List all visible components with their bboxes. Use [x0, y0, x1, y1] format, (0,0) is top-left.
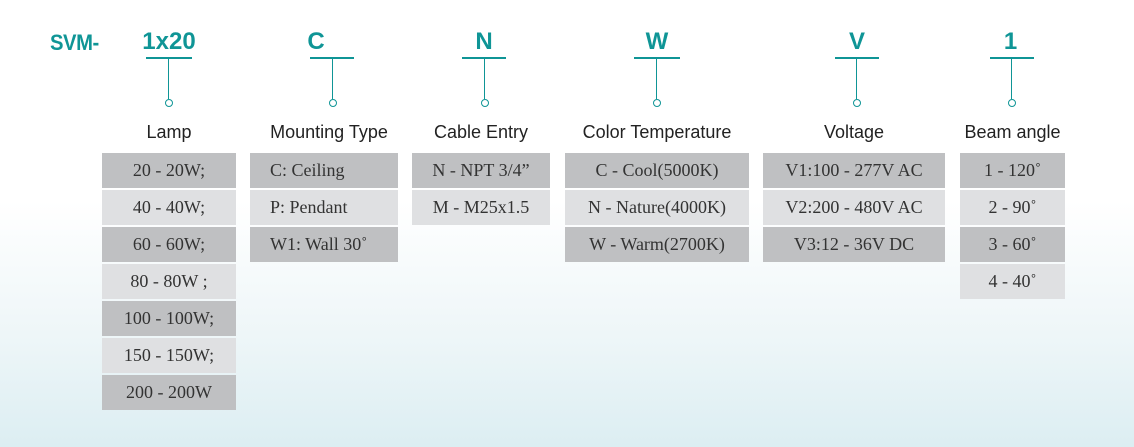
option-cell: W1: Wall 30˚ — [250, 227, 398, 262]
code-beam-angle: 1 — [1003, 28, 1018, 55]
connector-bar — [462, 57, 506, 59]
code-cable-entry: N — [475, 28, 493, 55]
heading-color-temperature: Color Temperature — [582, 122, 732, 142]
option-cell: 60 - 60W; — [102, 227, 236, 262]
connector-dot — [165, 99, 173, 107]
connector-bar — [146, 57, 192, 59]
option-cell: 3 - 60˚ — [960, 227, 1065, 262]
connector-dot — [853, 99, 861, 107]
model-prefix: SVM- — [50, 30, 99, 55]
code-lamp: 1x20 — [142, 28, 196, 55]
option-cell: N - NPT 3/4” — [412, 153, 550, 188]
option-cell: P: Pendant — [250, 190, 398, 225]
connector-bar — [990, 57, 1034, 59]
option-cell: 150 - 150W; — [102, 338, 236, 373]
connector-stem — [332, 59, 333, 99]
heading-beam-angle: Beam angle — [964, 122, 1061, 142]
connector-bar — [634, 57, 680, 59]
options-lamp: 20 - 20W; 40 - 40W; 60 - 60W; 80 - 80W ;… — [102, 153, 236, 412]
connector-dot — [481, 99, 489, 107]
option-cell: 100 - 100W; — [102, 301, 236, 336]
option-cell: V2:200 - 480V AC — [763, 190, 945, 225]
option-cell: 80 - 80W ; — [102, 264, 236, 299]
heading-lamp: Lamp — [146, 122, 192, 142]
option-cell: 4 - 40˚ — [960, 264, 1065, 299]
option-cell: N - Nature(4000K) — [565, 190, 749, 225]
option-cell: 200 - 200W — [102, 375, 236, 410]
options-voltage: V1:100 - 277V AC V2:200 - 480V AC V3:12 … — [763, 153, 945, 264]
connector-dot — [329, 99, 337, 107]
connector-stem — [168, 59, 169, 99]
options-mounting: C: Ceiling P: Pendant W1: Wall 30˚ — [250, 153, 398, 264]
connector-dot — [1008, 99, 1016, 107]
options-cable-entry: N - NPT 3/4” M - M25x1.5 — [412, 153, 550, 227]
option-cell: C - Cool(5000K) — [565, 153, 749, 188]
option-cell: 40 - 40W; — [102, 190, 236, 225]
heading-cable-entry: Cable Entry — [433, 122, 529, 142]
option-cell: 20 - 20W; — [102, 153, 236, 188]
heading-mounting: Mounting Type — [270, 122, 388, 142]
connector-dot — [653, 99, 661, 107]
connector-stem — [856, 59, 857, 99]
option-cell: V1:100 - 277V AC — [763, 153, 945, 188]
option-cell: V3:12 - 36V DC — [763, 227, 945, 262]
connector-bar — [835, 57, 879, 59]
connector-stem — [484, 59, 485, 99]
code-voltage: V — [848, 28, 865, 55]
heading-voltage: Voltage — [823, 122, 885, 142]
option-cell: W - Warm(2700K) — [565, 227, 749, 262]
option-cell: M - M25x1.5 — [412, 190, 550, 225]
connector-bar — [310, 57, 354, 59]
options-beam-angle: 1 - 120˚ 2 - 90˚ 3 - 60˚ 4 - 40˚ — [960, 153, 1065, 301]
option-cell: 2 - 90˚ — [960, 190, 1065, 225]
connector-stem — [1011, 59, 1012, 99]
options-color-temperature: C - Cool(5000K) N - Nature(4000K) W - Wa… — [565, 153, 749, 264]
code-color-temperature: W — [645, 28, 669, 55]
option-cell: C: Ceiling — [250, 153, 398, 188]
option-cell: 1 - 120˚ — [960, 153, 1065, 188]
connector-stem — [656, 59, 657, 99]
code-mounting: C — [307, 28, 325, 55]
